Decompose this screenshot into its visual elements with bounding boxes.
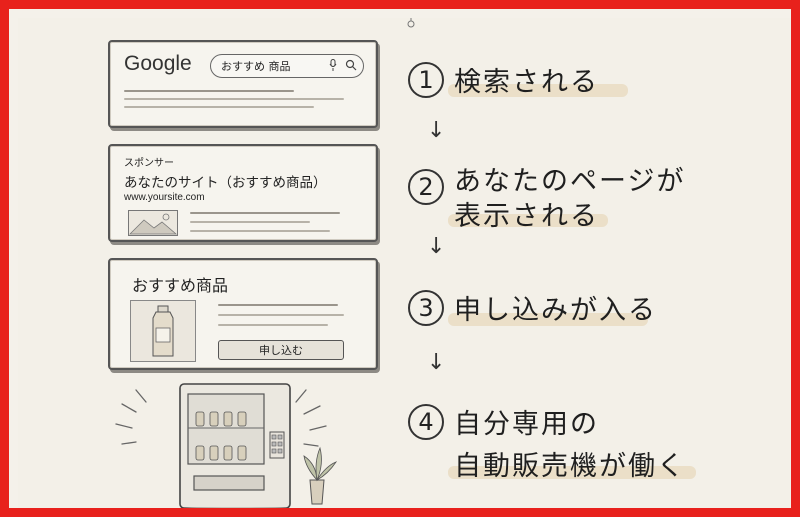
product-line xyxy=(218,314,344,316)
top-ornament-icon xyxy=(407,18,415,28)
microphone-icon xyxy=(329,59,337,71)
ad-site-url: www.yoursite.com xyxy=(124,192,205,203)
step-2-highlight xyxy=(448,214,608,227)
sponsored-ad-card: スポンサー あなたのサイト（おすすめ商品） www.yoursite.com xyxy=(108,144,378,242)
search-query: おすすめ 商品 xyxy=(221,60,291,73)
product-page-card: おすすめ商品 申し込む xyxy=(108,258,378,370)
arrow-down-icon: ↓ xyxy=(427,234,446,259)
step-3-number: 3 xyxy=(408,290,444,326)
step-4-text-line2: 自動販売機が働く xyxy=(454,451,686,482)
arrow-down-icon: ↓ xyxy=(427,350,446,375)
step-1-number: 1 xyxy=(408,62,444,98)
step-3-highlight xyxy=(448,313,648,326)
step-2-number: 2 xyxy=(408,169,444,205)
ad-site-title: あなたのサイト（おすすめ商品） xyxy=(124,175,327,191)
vending-machine-illustration xyxy=(115,383,338,508)
image-placeholder-icon xyxy=(128,210,178,236)
product-line xyxy=(218,304,338,306)
google-logo: Google xyxy=(124,52,192,75)
step-4-text-line1: 自分専用の xyxy=(454,409,599,440)
sponsor-label: スポンサー xyxy=(124,158,174,169)
result-line xyxy=(124,90,294,92)
bottle-image-icon xyxy=(130,300,196,362)
ad-line xyxy=(190,221,310,223)
product-line xyxy=(218,324,328,326)
search-box: おすすめ 商品 xyxy=(210,54,364,78)
step-4-number: 4 xyxy=(408,404,444,440)
search-result-card: Google おすすめ 商品 xyxy=(108,40,378,128)
product-title: おすすめ商品 xyxy=(132,276,229,295)
result-line xyxy=(124,98,344,100)
arrow-down-icon: ↓ xyxy=(427,118,446,143)
step-1-highlight xyxy=(448,84,628,97)
step-2-text-line2: 表示される xyxy=(454,201,599,232)
result-line xyxy=(124,106,314,108)
step-1-text: 検索される xyxy=(454,67,599,98)
ad-line xyxy=(190,212,340,214)
illustration-paper: Google おすすめ 商品 スポンサー あなたのサイト（おすすめ商品） www… xyxy=(18,18,791,508)
ad-line xyxy=(190,230,330,232)
step-2-text-line1: あなたのページが xyxy=(454,166,686,197)
step-4-highlight xyxy=(448,466,696,479)
apply-button-label: 申し込む xyxy=(259,344,303,357)
step-3-text: 申し込みが入る xyxy=(454,295,657,326)
apply-button[interactable]: 申し込む xyxy=(218,340,344,360)
search-icon xyxy=(345,59,357,71)
